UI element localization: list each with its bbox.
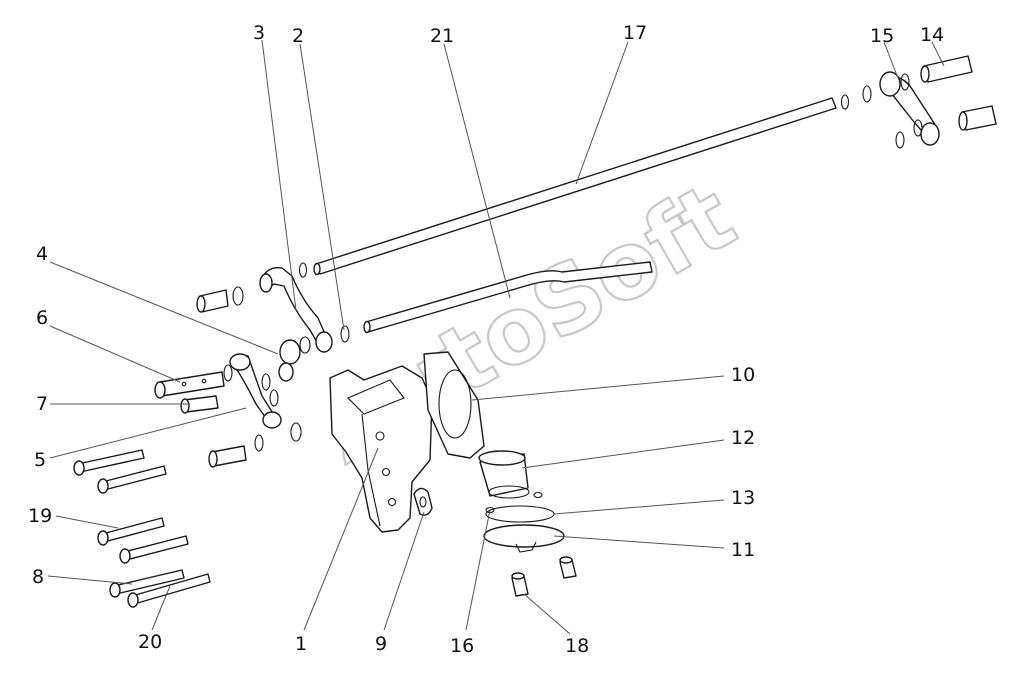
part-11-cover-plate — [483, 524, 565, 553]
callout-15: 15 — [870, 25, 894, 47]
leader-lines — [47, 39, 945, 635]
callout-19: 19 — [28, 505, 52, 527]
part-1-pump-body — [329, 365, 433, 533]
callout-21: 21 — [430, 25, 454, 47]
callout-16: 16 — [450, 635, 474, 657]
callout-10: 10 — [731, 364, 755, 386]
part-17-long-tube — [313, 97, 837, 276]
callout-17: 17 — [623, 22, 647, 44]
part-21-bent-tube — [363, 261, 653, 334]
part-9-small-gasket — [413, 487, 433, 516]
callout-6: 6 — [36, 307, 48, 329]
callout-8: 8 — [32, 566, 44, 588]
banjo-bolts-left — [154, 289, 247, 468]
callout-18: 18 — [565, 635, 589, 657]
callout-4: 4 — [36, 243, 48, 265]
part-5-banjo-pipe — [229, 339, 301, 429]
callout-3: 3 — [253, 22, 265, 44]
part-18-screws — [511, 556, 577, 597]
callout-11: 11 — [731, 539, 755, 561]
callout-2: 2 — [292, 25, 304, 47]
callout-12: 12 — [731, 427, 755, 449]
washers-left — [223, 262, 350, 452]
long-bolts — [73, 449, 211, 608]
callout-5: 5 — [34, 449, 46, 471]
callout-13: 13 — [731, 487, 755, 509]
part-10-flange-gasket — [423, 351, 485, 459]
callout-labels: 3 2 21 17 15 14 4 6 7 5 19 8 20 1 9 16 1… — [28, 22, 944, 657]
callout-9: 9 — [375, 633, 387, 655]
callout-1: 1 — [295, 633, 307, 655]
callout-7: 7 — [36, 393, 48, 415]
callout-20: 20 — [138, 631, 162, 653]
part-12-sleeve — [478, 450, 530, 499]
part-3-bent-pipe — [259, 267, 333, 353]
part-14-bolts — [920, 55, 997, 131]
part-15-banjo-fitting — [840, 71, 940, 149]
callout-14: 14 — [920, 24, 944, 46]
